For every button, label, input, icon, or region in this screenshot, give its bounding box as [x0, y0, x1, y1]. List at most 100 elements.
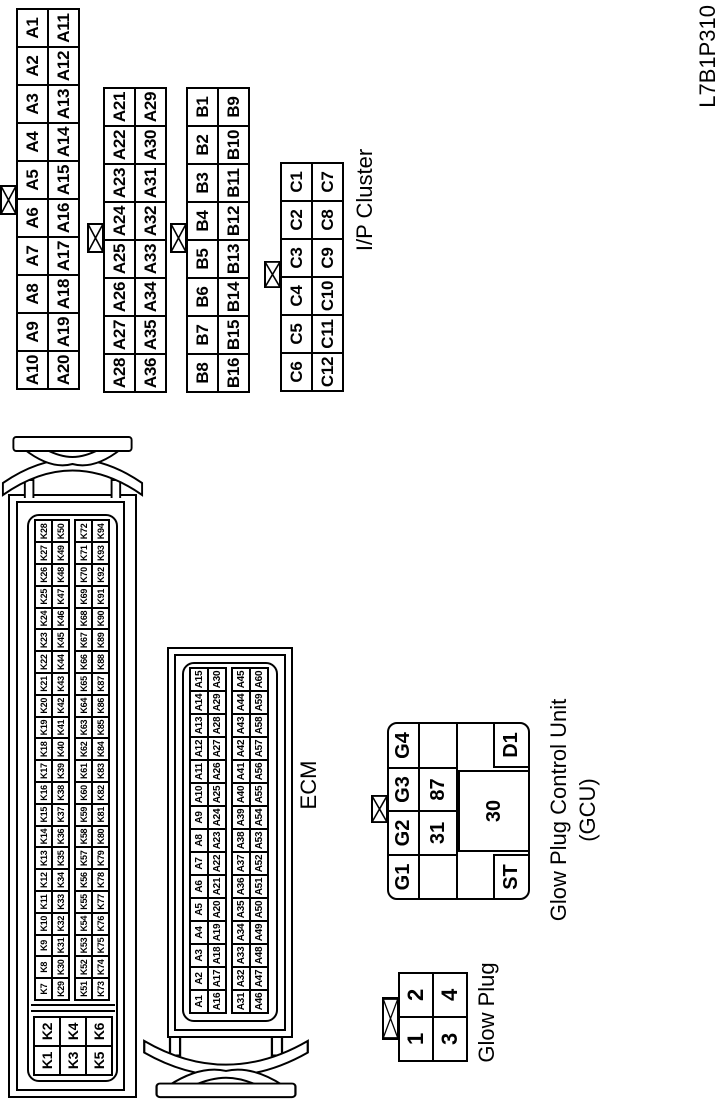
pin-cell-A22: A22: [105, 127, 134, 163]
pin-cell-A35: A35: [136, 317, 165, 353]
pin-cell-A4: A4: [191, 922, 207, 943]
pin-cell-A4: A4: [18, 124, 47, 160]
gcu-pin-30: 30: [458, 770, 528, 852]
pin-cell-A58: A58: [251, 715, 267, 736]
pin-cell-K52: K52: [76, 957, 91, 978]
pin-cell-A11: A11: [191, 761, 207, 782]
pin-cell-B4: B4: [188, 203, 217, 239]
pin-cell-K24: K24: [36, 608, 51, 629]
pin-cell-A35: A35: [233, 899, 249, 920]
pin-cell-K6: K6: [87, 1018, 111, 1045]
pin-cell-A40: A40: [233, 784, 249, 805]
pin-cell-K94: K94: [93, 521, 108, 542]
pin-cell-A7: A7: [18, 238, 47, 274]
pin-cell-K10: K10: [36, 913, 51, 934]
pin-cell-A13: A13: [49, 86, 78, 122]
connector-lock-icon: [87, 223, 104, 253]
pin-cell-A16: A16: [209, 991, 225, 1012]
gcu-label-line2: (GCU): [575, 778, 600, 842]
pin-cell-A28: A28: [105, 355, 134, 391]
pin-cell-K88: K88: [93, 652, 108, 673]
pin-cell-K70: K70: [76, 565, 91, 585]
pin-cell-C12: C12: [313, 354, 342, 390]
pin-cell-A34: A34: [233, 922, 249, 943]
pin-cell-K93: K93: [93, 543, 108, 564]
pin-cell-C2: C2: [282, 202, 311, 238]
pin-cell-K50: K50: [53, 521, 68, 542]
mounting-bracket-icon: [142, 1034, 310, 1100]
pin-cell-A9: A9: [191, 807, 207, 828]
pin-cell-A45: A45: [233, 669, 249, 690]
pin-cell-K77: K77: [93, 892, 108, 912]
connector-lock-icon: [264, 261, 281, 288]
pin-cell-A27: A27: [209, 738, 225, 759]
pin-cell-A21: A21: [105, 89, 134, 125]
pin-cell-A1: A1: [191, 991, 207, 1012]
pin-cell-A28: A28: [209, 715, 225, 736]
pin-cell-K45: K45: [53, 630, 68, 651]
pin-cell-K90: K90: [93, 608, 108, 629]
pin-cell-A20: A20: [209, 899, 225, 920]
pin-cell-K13: K13: [36, 848, 51, 869]
pin-cell-A29: A29: [136, 89, 165, 125]
pin-cell-K27: K27: [36, 543, 51, 564]
pin-cell-K43: K43: [53, 674, 68, 694]
pin-cell-A2: A2: [18, 48, 47, 84]
pin-cell-A6: A6: [18, 200, 47, 236]
pin-cell-A25: A25: [105, 241, 134, 277]
pin-cell-K26: K26: [36, 565, 51, 585]
pin-cell-K75: K75: [93, 935, 108, 956]
pin-cell-K67: K67: [76, 630, 91, 651]
pin-cell-C11: C11: [313, 316, 342, 352]
pin-cell-K66: K66: [76, 652, 91, 673]
pin-cell-A26: A26: [105, 279, 134, 315]
pin-cell-K80: K80: [93, 826, 108, 847]
pin-cell-B2: B2: [188, 127, 217, 163]
pin-cell-K47: K47: [53, 586, 68, 607]
pin-cell-K68: K68: [76, 608, 91, 629]
pin-cell-A8: A8: [18, 276, 47, 312]
pin-cell-K48: K48: [53, 565, 68, 585]
gcu-pin-st: ST: [493, 854, 528, 898]
pin-cell-K46: K46: [53, 608, 68, 629]
pin-cell-A2: A2: [191, 968, 207, 989]
pin-cell-C5: C5: [282, 316, 311, 352]
pin-cell-K15: K15: [36, 804, 51, 825]
gcu-pin-g3: G3: [392, 776, 414, 803]
pin-cell-K3: K3: [61, 1047, 85, 1074]
pin-cell-K1: K1: [35, 1047, 59, 1074]
pin-cell-A32: A32: [233, 968, 249, 989]
pin-cell-K60: K60: [76, 783, 91, 803]
pin-cell-B6: B6: [188, 279, 217, 315]
pin-cell-A49: A49: [251, 922, 267, 943]
pin-cell-K61: K61: [76, 761, 91, 782]
pin-cell-K84: K84: [93, 739, 108, 760]
pin-cell-A56: A56: [251, 761, 267, 782]
pin-cell-A18: A18: [49, 276, 78, 312]
pin-cell-1: 1: [400, 1018, 432, 1060]
gcu-label-line1: Glow Plug Control Unit: [546, 698, 571, 922]
pin-cell-K44: K44: [53, 652, 68, 673]
pin-cell-A57: A57: [251, 738, 267, 759]
pin-cell-B5: B5: [188, 241, 217, 277]
pin-cell-K51: K51: [76, 979, 91, 999]
pin-cell-K16: K16: [36, 783, 51, 803]
pin-cell-A1: A1: [18, 10, 47, 46]
